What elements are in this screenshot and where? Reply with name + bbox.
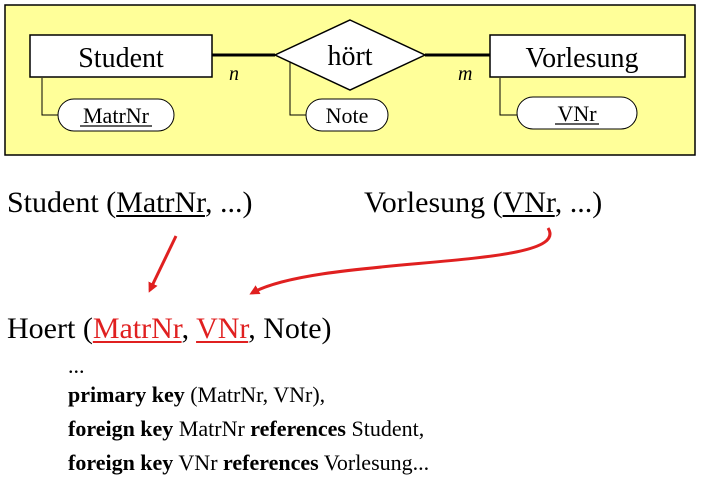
cardinality-right: m bbox=[458, 63, 472, 85]
relation-student-name: Student bbox=[7, 186, 99, 219]
sql-primary-key-keyword: primary key bbox=[68, 382, 185, 407]
arrow-vorlesung-to-hoert bbox=[249, 227, 552, 295]
relation-hoert-sep1: , bbox=[181, 312, 197, 345]
entity-vorlesung-box bbox=[489, 34, 686, 78]
attr-connector-mid bbox=[289, 62, 306, 116]
entity-student-box bbox=[29, 34, 213, 78]
relation-hoert-name: Hoert bbox=[7, 312, 76, 345]
relationship-label: hört bbox=[327, 41, 372, 72]
relation-hoert: Hoert (MatrNr, VNr, Note) bbox=[7, 312, 332, 346]
sql-fk2-target: Vorlesung... bbox=[318, 450, 430, 475]
sql-primary-key-text: (MatrNr, VNr), bbox=[184, 382, 326, 407]
cardinality-left: n bbox=[229, 63, 239, 85]
sql-fk2-keyword: foreign key bbox=[68, 450, 174, 475]
attr-note-label: Note bbox=[326, 103, 369, 128]
sql-fk2-text: VNr bbox=[173, 450, 224, 475]
sql-fk1-text: MatrNr bbox=[173, 416, 251, 441]
relationship-diamond bbox=[273, 19, 427, 91]
sql-foreign-key-student: foreign key MatrNr references Student, bbox=[68, 416, 424, 442]
sql-fk1-references-keyword: references bbox=[250, 416, 346, 441]
sql-fk2-references-keyword: references bbox=[223, 450, 319, 475]
sql-foreign-key-vorlesung: foreign key VNr references Vorlesung... bbox=[68, 450, 429, 476]
relation-vorlesung-key: VNr bbox=[502, 186, 555, 219]
arrow-student-to-hoert bbox=[148, 235, 178, 293]
relation-hoert-key1: MatrNr bbox=[92, 312, 182, 345]
relation-hoert-open: ( bbox=[82, 312, 93, 345]
relation-student-open: ( bbox=[106, 186, 117, 219]
relation-student: Student (MatrNr, ...) bbox=[7, 186, 252, 220]
sql-primary-key: primary key (MatrNr, VNr), bbox=[68, 382, 325, 408]
attr-note-oval bbox=[305, 98, 389, 132]
relation-student-rest: , ...) bbox=[204, 186, 253, 219]
relation-vorlesung-name: Vorlesung bbox=[364, 186, 486, 219]
entity-student-label: Student bbox=[78, 43, 164, 74]
relation-vorlesung-open: ( bbox=[492, 186, 503, 219]
relation-vorlesung-rest: , ...) bbox=[554, 186, 603, 219]
entity-vorlesung-label: Vorlesung bbox=[525, 43, 638, 74]
attr-connector-left bbox=[41, 78, 58, 116]
attr-connector-right bbox=[499, 78, 517, 116]
sql-ellipsis: ... bbox=[68, 353, 85, 378]
relation-hoert-key2: VNr bbox=[196, 312, 249, 345]
sql-fk1-keyword: foreign key bbox=[68, 416, 174, 441]
relation-hoert-rest: , Note) bbox=[248, 312, 332, 345]
attr-matrnr-label: MatrNr bbox=[83, 103, 150, 128]
relation-vorlesung: Vorlesung (VNr, ...) bbox=[364, 186, 602, 220]
attr-vnr-oval bbox=[516, 96, 638, 130]
relation-student-key: MatrNr bbox=[116, 186, 205, 219]
attr-vnr-label: VNr bbox=[557, 101, 597, 126]
attr-matrnr-oval bbox=[57, 98, 175, 132]
sql-fk1-target: Student, bbox=[345, 416, 425, 441]
